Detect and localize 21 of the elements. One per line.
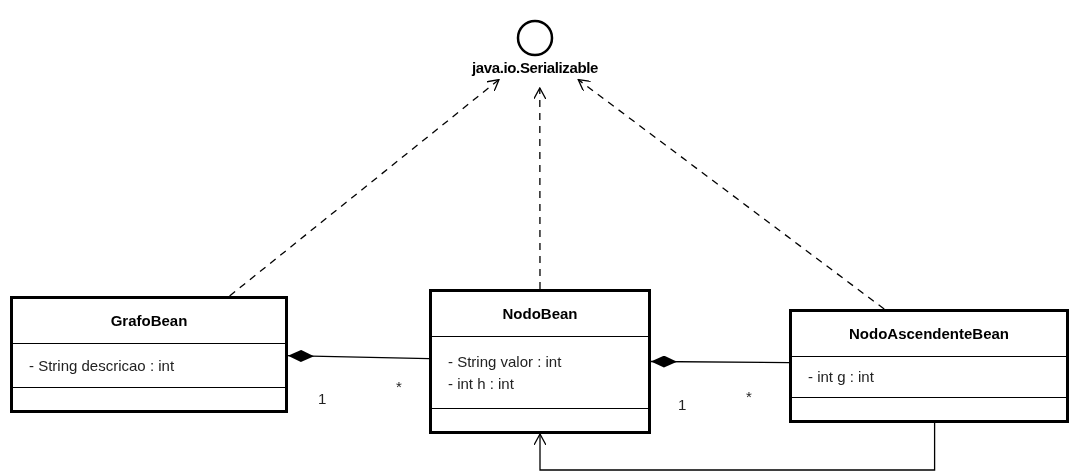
generalization-arrow xyxy=(533,422,936,471)
class-name: GrafoBean xyxy=(110,310,188,331)
realization-arrow xyxy=(533,87,547,290)
attribute: - int g : int xyxy=(808,367,875,387)
multiplicity-label: * xyxy=(396,377,402,397)
attribute: - String descricao : int xyxy=(29,355,176,376)
class-box xyxy=(789,309,1069,423)
composition-line xyxy=(650,355,790,368)
attribute: - String valor : int xyxy=(448,351,563,372)
multiplicity-label: * xyxy=(746,387,752,407)
class-box xyxy=(429,289,651,434)
class-name: NodoAscendenteBean xyxy=(849,323,1009,344)
interface-name: java.io.Serializable xyxy=(472,60,598,75)
attribute: - int h : int xyxy=(448,373,515,394)
composition-line xyxy=(287,349,430,362)
class-name: NodoBean xyxy=(502,303,578,324)
realization-arrow xyxy=(228,78,500,297)
realization-arrow xyxy=(577,78,885,310)
multiplicity-label: 1 xyxy=(678,395,687,415)
class-box xyxy=(10,296,288,413)
multiplicity-label: 1 xyxy=(318,389,327,409)
